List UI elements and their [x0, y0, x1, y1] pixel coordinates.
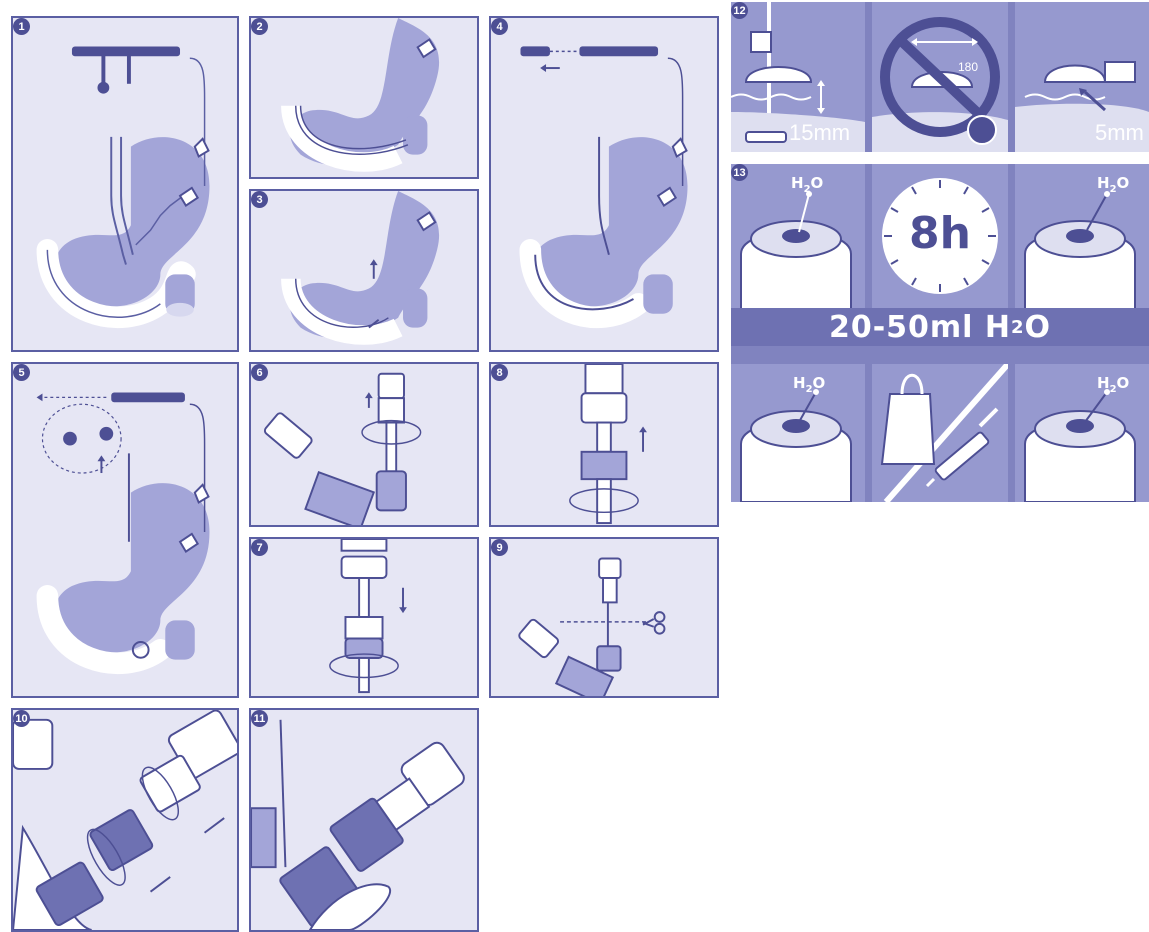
step-12-panel: 12 15mm 180 [731, 2, 1149, 152]
flush-after-cell: H2O [1015, 164, 1149, 324]
step-13-panel: 13 H2O 8h [731, 164, 1149, 502]
step-number: 10 [13, 710, 30, 727]
step-6-panel: 6 [249, 362, 479, 527]
no-rotation-icon [872, 2, 1008, 152]
stomach-tube-illustration [251, 18, 477, 177]
no-rotation-cell: 180 [872, 2, 1008, 152]
depth-15mm-cell: 15mm [731, 2, 865, 152]
step-number: 11 [251, 710, 268, 727]
step-8-panel: 8 [489, 362, 719, 527]
stylet-removal-illustration [13, 364, 237, 696]
step-3-panel: 3 [249, 189, 479, 352]
rotation-label: 180 [958, 60, 978, 74]
tube-cut-illustration [491, 539, 717, 696]
flush-end-cell: H2O [1015, 364, 1149, 502]
step-4-panel: 4 [489, 16, 719, 352]
water-label: H2O [791, 174, 823, 195]
depth-label-15mm: 15mm [789, 120, 850, 146]
water-label: H2O [793, 374, 825, 395]
step-1-panel: 1 [11, 16, 239, 352]
timer-cell: 8h [872, 164, 1008, 324]
step-7-panel: 7 [249, 537, 479, 698]
step-number: 5 [13, 364, 30, 381]
connector-tighten-illustration [491, 364, 717, 525]
step-number: 6 [251, 364, 268, 381]
feeding-bag-icon [872, 364, 1008, 502]
timer-label: 8h [872, 208, 1008, 259]
step-11-panel: 11 [249, 708, 479, 932]
flush-syringe-cell: H2O [731, 364, 865, 502]
connector-unscrew-illustration [251, 364, 477, 525]
step-number: 4 [491, 18, 508, 35]
step-10-panel: 10 [11, 708, 239, 932]
step-number: 3 [251, 191, 268, 208]
step-number: 13 [731, 164, 748, 181]
flush-before-cell: H2O [731, 164, 865, 324]
water-label: H2O [1097, 174, 1129, 195]
step-number: 7 [251, 539, 268, 556]
step-number: 2 [251, 18, 268, 35]
feeding-supplies-cell [872, 364, 1008, 502]
tube-advance-illustration [491, 18, 717, 350]
stomach-tube-placement-illustration [13, 18, 237, 350]
step-number: 8 [491, 364, 508, 381]
stomach-tube-withdraw-illustration [251, 191, 477, 350]
depth-5mm-cell: 5mm [1015, 2, 1149, 152]
step-number: 1 [13, 18, 30, 35]
step-5-panel: 5 [11, 362, 239, 698]
step-number: 12 [731, 2, 748, 19]
connector-assembled-illustration [251, 710, 477, 930]
step-number: 9 [491, 539, 508, 556]
step-9-panel: 9 [489, 537, 719, 698]
depth-label-5mm: 5mm [1095, 120, 1144, 146]
water-label: H2O [1097, 374, 1129, 395]
step-2-panel: 2 [249, 16, 479, 179]
connector-attach-illustration [251, 539, 477, 696]
connector-assembly-illustration [13, 710, 237, 930]
